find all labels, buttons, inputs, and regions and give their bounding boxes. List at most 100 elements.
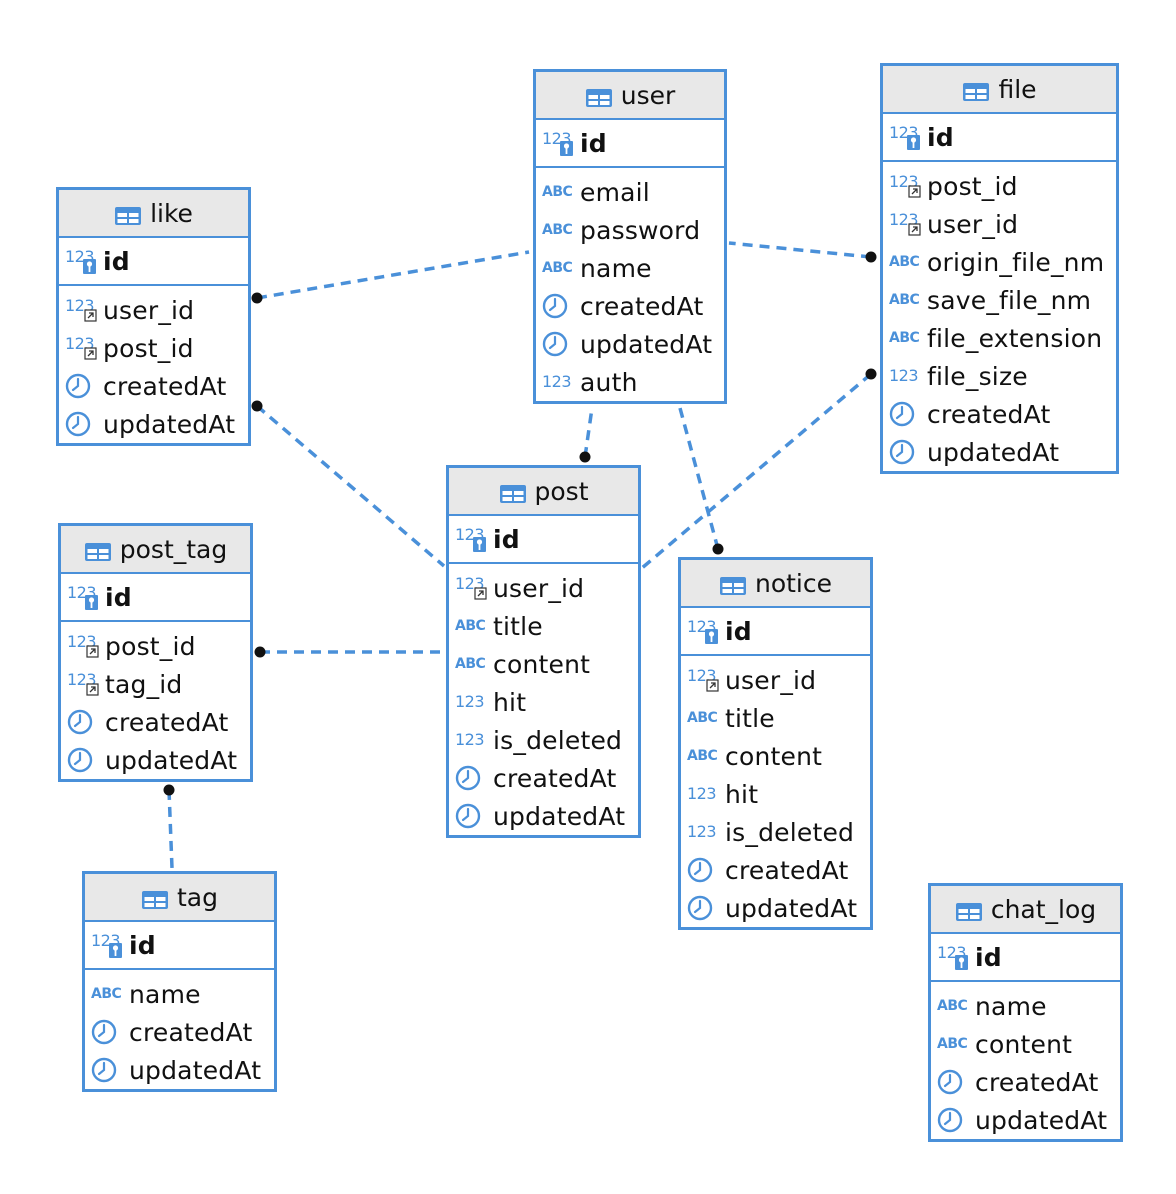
foreign-key-icon: 123 <box>687 665 721 695</box>
svg-text:123: 123 <box>455 730 484 749</box>
relationship-line <box>256 250 530 300</box>
column-name: id <box>927 122 954 152</box>
relationship-endpoint-dot <box>712 543 724 555</box>
svg-text:ABC: ABC <box>889 254 920 270</box>
column-row[interactable]: updatedAt <box>883 433 1116 471</box>
column-row[interactable]: createdAt <box>536 287 724 325</box>
column-name: post_id <box>105 631 196 661</box>
column-name: content <box>493 649 591 679</box>
relationship-like-user[interactable] <box>251 250 530 304</box>
column-name: createdAt <box>927 399 1051 429</box>
foreign-key-icon: 123 <box>67 631 101 661</box>
table-header[interactable]: post <box>449 468 638 516</box>
relationship-notice-user[interactable] <box>678 407 724 555</box>
column-row[interactable]: updatedAt <box>449 797 638 835</box>
column-name: updatedAt <box>103 409 236 439</box>
table-name: tag <box>177 882 218 912</box>
foreign-key-icon: 123 <box>455 573 489 603</box>
relationship-post-tag-post[interactable] <box>254 646 445 658</box>
column-row[interactable]: createdAt <box>681 851 870 889</box>
relationship-post-user[interactable] <box>579 407 594 463</box>
column-row[interactable]: createdAt <box>449 759 638 797</box>
foreign-key-icon: 123 <box>889 171 923 201</box>
svg-text:123: 123 <box>889 366 918 385</box>
column-row[interactable]: updatedAt <box>681 889 870 927</box>
table-header[interactable]: post_tag <box>61 526 250 574</box>
svg-text:123: 123 <box>687 784 716 803</box>
column-row[interactable]: updatedAt <box>85 1051 274 1089</box>
column-row[interactable]: createdAt <box>61 703 250 741</box>
column-row[interactable]: createdAt <box>59 367 248 405</box>
column-row[interactable]: updatedAt <box>61 741 250 779</box>
column-row[interactable]: ABC save_file_nm <box>883 281 1116 319</box>
relationship-endpoint-dot <box>251 400 263 412</box>
relationship-file-user[interactable] <box>728 241 877 263</box>
column-name: save_file_nm <box>927 285 1092 315</box>
relationship-post-tag-tag[interactable] <box>163 784 175 869</box>
relationship-line <box>255 404 446 568</box>
table-header[interactable]: notice <box>681 560 870 608</box>
table-header[interactable]: chat_log <box>931 886 1120 934</box>
relationship-like-post[interactable] <box>251 400 446 568</box>
table-header[interactable]: like <box>59 190 248 238</box>
column-row[interactable]: createdAt <box>931 1063 1120 1101</box>
column-row[interactable]: createdAt <box>85 1013 274 1051</box>
table-header[interactable]: user <box>536 72 724 120</box>
abc-icon: ABC <box>889 323 923 353</box>
svg-text:ABC: ABC <box>889 292 920 308</box>
primary-key-icon: 123 <box>91 930 125 960</box>
clock-icon <box>65 409 99 439</box>
column-row[interactable]: createdAt <box>883 395 1116 433</box>
column-row[interactable]: updatedAt <box>536 325 724 363</box>
relationship-endpoint-dot <box>579 451 591 463</box>
column-name: id <box>975 942 1002 972</box>
column-row[interactable]: updatedAt <box>59 405 248 443</box>
table-header[interactable]: tag <box>85 874 274 922</box>
relationship-file-post[interactable] <box>640 368 877 570</box>
table-header[interactable]: file <box>883 66 1116 114</box>
column-row[interactable]: updatedAt <box>931 1101 1120 1139</box>
